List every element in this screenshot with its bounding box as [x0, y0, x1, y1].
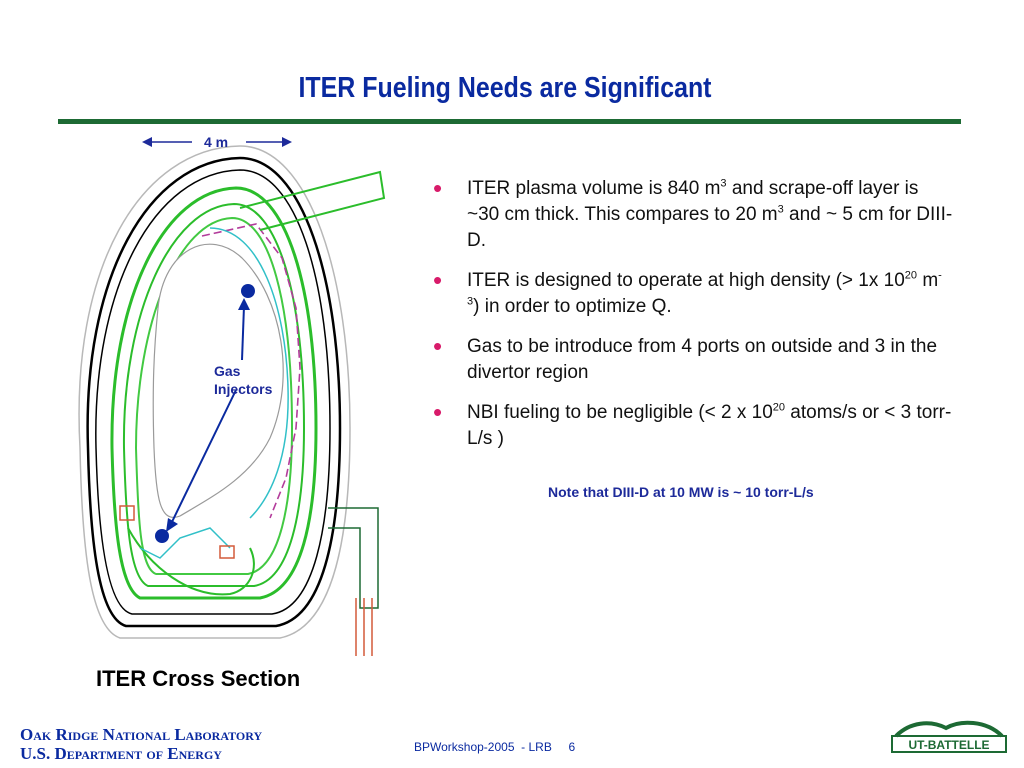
- plasma-boundary: [152, 243, 284, 518]
- bullet-dot-icon: •: [433, 265, 443, 295]
- outer-shell-line: [95, 169, 331, 615]
- dimension-label: 4 m: [204, 134, 229, 150]
- vessel-green-outer: [110, 186, 318, 600]
- bullet-dot-icon: •: [433, 397, 443, 427]
- divertor-cassette: [139, 527, 231, 559]
- divertor-block-left: [119, 505, 135, 521]
- vessel-green-inner: [122, 202, 306, 587]
- svg-text:UT-BATTELLE: UT-BATTELLE: [908, 738, 989, 752]
- footer-org-line1: Oak Ridge National Laboratory: [20, 725, 263, 744]
- note-text: Note that DIII-D at 10 MW is ~ 10 torr-L…: [548, 484, 814, 500]
- divertor: [127, 527, 255, 596]
- bullet-item: • NBI fueling to be negligible (< 2 x 10…: [433, 397, 952, 449]
- bullet-item: • ITER plasma volume is 840 m3 and scrap…: [433, 173, 953, 251]
- bullet-list: • ITER plasma volume is 840 m3 and scrap…: [433, 173, 953, 466]
- ut-battelle-logo: UT-BATTELLE: [891, 720, 1007, 753]
- bullet-item: • ITER is designed to operate at high de…: [433, 265, 942, 317]
- upper-injector-marker: [241, 284, 255, 298]
- upper-port: [239, 170, 386, 231]
- bullet-item: • Gas to be introduce from 4 ports on ou…: [433, 331, 938, 383]
- figure-caption: ITER Cross Section: [96, 666, 301, 691]
- dim-arrowhead-right: [282, 137, 292, 147]
- lower-injector-arrowhead: [166, 518, 178, 532]
- bullet-dot-icon: •: [433, 331, 443, 361]
- upper-injector-arrow: [241, 305, 245, 361]
- footer-organization: Oak Ridge National Laboratory U.S. Depar…: [20, 725, 262, 763]
- cryostat-line: [86, 156, 342, 628]
- outer-vessel-line: [78, 145, 351, 639]
- bullet-dot-icon: •: [433, 173, 443, 203]
- slide-title: ITER Fueling Needs are Significant: [298, 72, 712, 104]
- divertor-block-right: [219, 545, 235, 559]
- iter-cross-section-diagram: [78, 137, 386, 656]
- port-pipes: [355, 598, 373, 656]
- footer-org-line2: U.S. Department of Energy: [20, 744, 222, 763]
- title-rule: [58, 119, 961, 124]
- lower-injector-arrow: [169, 389, 237, 527]
- gas-injectors-label: Gas Injectors: [214, 363, 273, 397]
- lower-port: [328, 507, 379, 609]
- upper-injector-arrowhead: [238, 298, 250, 310]
- first-wall: [209, 227, 289, 519]
- dim-arrowhead-left: [142, 137, 152, 147]
- lower-injector-marker: [155, 529, 169, 543]
- footer-slide-info: BPWorkshop-2005 - LRB 6: [414, 740, 576, 754]
